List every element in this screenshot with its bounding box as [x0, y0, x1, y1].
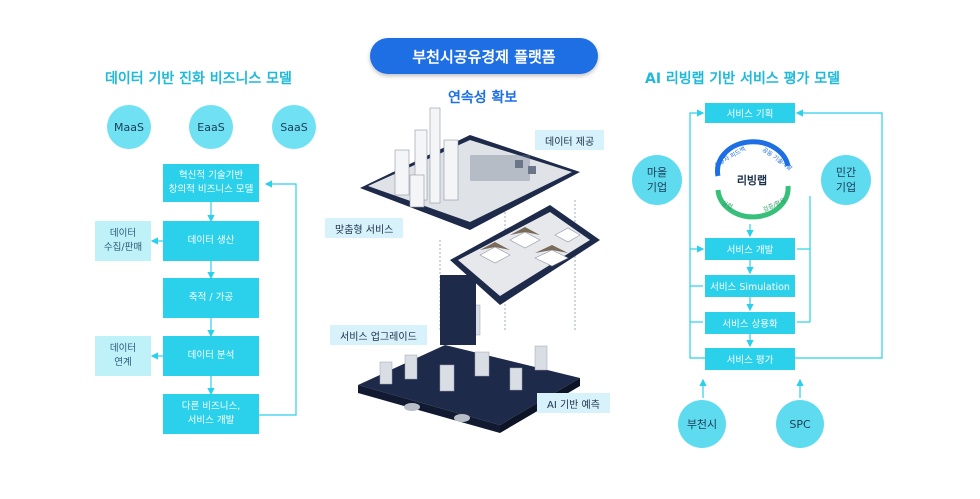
- left-flow-innovative-model: 혁신적 기술기반 창의적 비즈니스 모델: [163, 164, 259, 202]
- right-flow-service-simulation: 서비스 Simulation: [705, 275, 795, 297]
- left-flow-data-production: 데이터 생산: [163, 221, 259, 261]
- right-heading: AI 리빙랩 기반 서비스 평가 모델: [645, 71, 840, 87]
- center-subtitle: 연속성 확보: [448, 90, 518, 106]
- private-enterprise-circle: 민간 기업: [821, 155, 871, 205]
- right-flow-service-development: 서비스 개발: [705, 238, 795, 260]
- left-flow-accumulate-process: 축적 / 가공: [163, 278, 259, 318]
- label-data-supply: 데이터 제공: [535, 130, 605, 150]
- platform-title: 부천시공유경제 플랫폼: [370, 38, 598, 74]
- left-side-data-link: 데이터 연계: [95, 336, 151, 376]
- maas-circle: MaaS: [107, 105, 151, 149]
- label-ai-prediction: AI 기반 예측: [537, 393, 610, 413]
- left-flow-other-business: 다른 비즈니스, 서비스 개발: [163, 394, 259, 434]
- spc-circle: SPC: [776, 400, 824, 448]
- left-heading: 데이터 기반 진화 비즈니스 모델: [105, 71, 292, 87]
- label-custom-service: 맞춤형 서비스: [325, 218, 404, 238]
- right-flow-service-evaluation: 서비스 평가: [705, 348, 795, 370]
- platform-illustration: [358, 107, 600, 433]
- saas-circle: SaaS: [272, 105, 316, 149]
- bucheon-city-circle: 부천시: [678, 400, 726, 448]
- livinglab-center-label: 리빙랩: [736, 174, 768, 187]
- right-flow-service-commercialization: 서비스 상용화: [705, 312, 795, 334]
- left-side-data-collect-sell: 데이터 수집/판매: [95, 221, 151, 261]
- label-service-upgrade: 서비스 업그레이드: [330, 325, 427, 345]
- left-flow-data-analysis: 데이터 분석: [163, 336, 259, 376]
- eaas-circle: EaaS: [189, 105, 233, 149]
- right-flow-service-planning: 서비스 기획: [705, 103, 795, 123]
- village-enterprise-circle: 마을 기업: [632, 155, 682, 205]
